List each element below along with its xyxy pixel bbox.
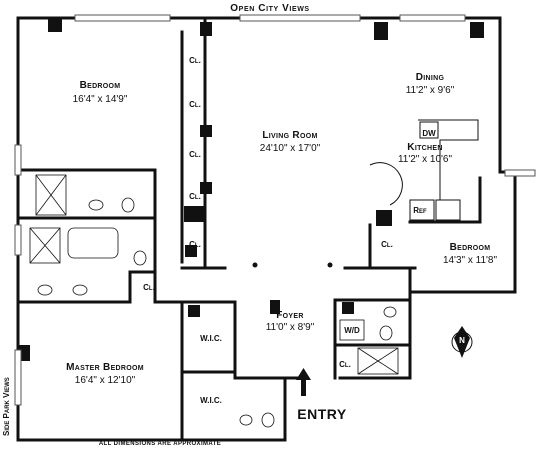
kitchen-dims: 11'2" x 10'6" [397, 154, 453, 165]
column [200, 22, 212, 36]
foyer-name: Foyer [276, 310, 304, 321]
closet-label: Cl. [381, 240, 393, 249]
column [188, 305, 200, 317]
column [200, 182, 212, 194]
closet-label: Cl. [189, 56, 201, 65]
wic-label: W.I.C. [200, 334, 222, 343]
dining-name: Dining [415, 72, 445, 83]
sink [37, 284, 53, 296]
wall-bedroom2-left [368, 266, 412, 294]
window [504, 169, 536, 177]
bedroom1-dims: 16'4" x 14'9" [72, 94, 128, 105]
entry-arrow-shaft [301, 378, 306, 396]
foyer-dims: 11'0" x 8'9" [265, 322, 315, 333]
outer-wall [16, 16, 517, 380]
wall-master-top [153, 216, 184, 304]
sink [239, 414, 253, 426]
closet-label: Cl. [189, 150, 201, 159]
bedroom2-dims: 14'3" x 11'8" [442, 255, 498, 266]
refrigerator [409, 199, 435, 221]
living-dims: 24'10" x 17'0" [259, 143, 321, 154]
wall-kitchen-right [408, 176, 482, 224]
washer-dryer [339, 319, 365, 341]
dishwasher [419, 121, 439, 139]
footer-note: ALL DIMENSIONS ARE APPROXIMATE [98, 441, 222, 447]
sink [72, 284, 88, 296]
dw-label: DW [422, 129, 436, 138]
window [14, 224, 22, 256]
column [184, 206, 204, 222]
closet-label: Cl. [189, 240, 201, 249]
column [376, 210, 392, 226]
window [239, 14, 361, 22]
side-view-label: Side Park Views [2, 377, 11, 436]
toilet [121, 197, 135, 213]
kitchen-arc [369, 162, 403, 206]
stove [435, 199, 461, 221]
window [14, 349, 22, 406]
bedroom1-name: Bedroom [79, 80, 121, 91]
shower [29, 227, 61, 264]
shower [357, 347, 399, 375]
column [342, 302, 354, 314]
shower [35, 174, 67, 216]
wall-wic-right [233, 300, 287, 380]
window [14, 144, 22, 176]
toilet [261, 412, 275, 428]
sink [383, 306, 397, 318]
dining-dims: 11'2" x 9'6" [405, 85, 455, 96]
wic-label: W.I.C. [200, 396, 222, 405]
column [374, 22, 388, 40]
master-dims: 16'4" x 12'10" [74, 375, 136, 386]
column [200, 125, 212, 137]
column [185, 245, 197, 257]
column [270, 300, 280, 314]
compass-north-label: N [459, 336, 465, 345]
wall-bath2 [16, 270, 157, 304]
column [48, 18, 62, 32]
bedroom2-name: Bedroom [449, 242, 491, 253]
living-name: Living Room [262, 130, 318, 141]
toilet [379, 325, 393, 341]
bathtub [67, 227, 119, 259]
entry-label: ENTRY [297, 406, 347, 422]
wall-bedroom-bottom [16, 168, 157, 220]
window [74, 14, 171, 22]
closet-label: Cl. [339, 360, 351, 369]
closet-label: Cl. [189, 192, 201, 201]
top-view-label: Open City Views [230, 3, 310, 14]
outer-wall-west [16, 16, 302, 442]
ref-label: Ref [413, 206, 427, 215]
kitchen-name: Kitchen [407, 142, 443, 153]
window [399, 14, 466, 22]
closet-label: Cl. [143, 283, 155, 292]
master-name: Master Bedroom [66, 362, 144, 373]
column [470, 22, 484, 38]
sink [88, 199, 104, 211]
toilet [133, 250, 147, 266]
entry-arrow-head [296, 368, 311, 380]
closet-label: Cl. [189, 100, 201, 109]
wd-label: W/D [344, 326, 360, 335]
